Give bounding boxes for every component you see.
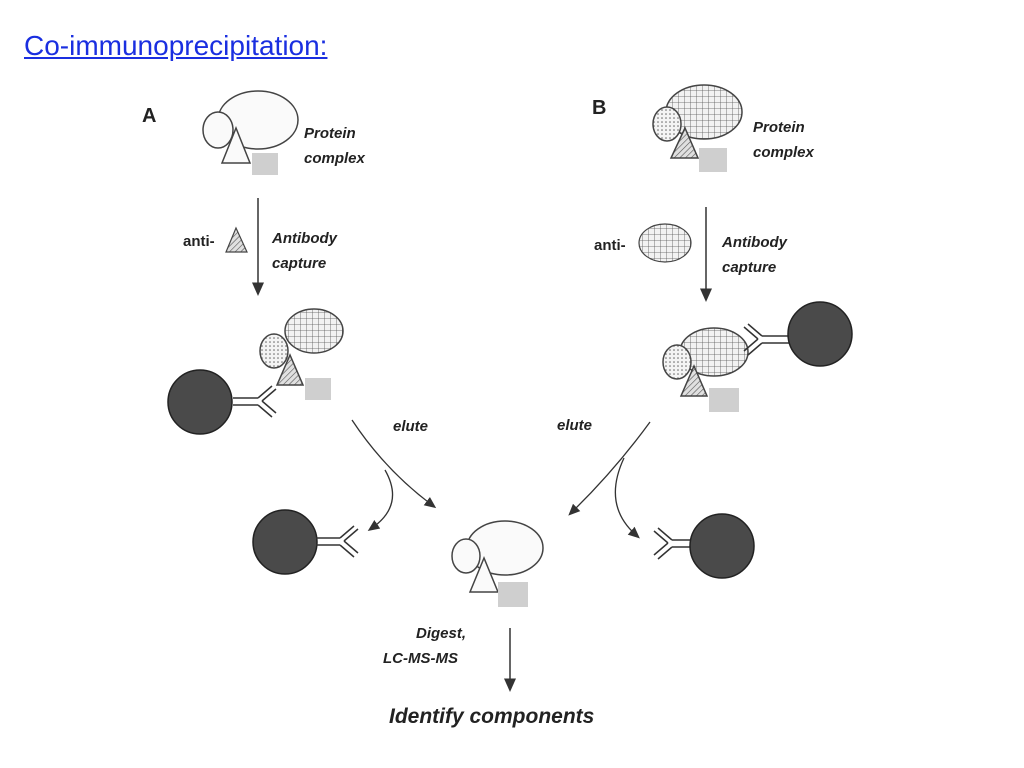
panel-a-capture-label-2: capture <box>272 255 326 272</box>
bead-a <box>167 369 233 435</box>
panel-b-anti-label: anti- <box>594 237 626 254</box>
bead-b <box>787 301 853 367</box>
panel-b-elute-arrow-to-bead <box>614 457 640 539</box>
panel-a-elute-arrow-to-complex <box>351 419 437 509</box>
panel-a-letter: A <box>142 105 156 127</box>
panel-b-elute-label: elute <box>557 417 592 434</box>
released-bead-a <box>252 509 359 575</box>
digest-label-2: LC-MS-MS <box>383 650 458 667</box>
panel-a-complex-label-2: complex <box>304 150 366 167</box>
panel-b-complex-label-1: Protein <box>753 119 805 136</box>
panel-b-capture-label-1: Antibody <box>721 234 788 251</box>
protein-complex-a <box>202 90 299 175</box>
identify-components-label: Identify components <box>389 705 594 728</box>
captured-complex-b <box>662 301 853 412</box>
digest-label-1: Digest, <box>416 625 466 642</box>
panel-b-letter: B <box>592 97 606 119</box>
panel-a-elute-label: elute <box>393 418 428 435</box>
eluted-protein-complex <box>451 520 544 607</box>
anti-oval-icon <box>638 223 692 263</box>
panel-b-elute-arrow-to-complex <box>568 421 651 516</box>
panel-a-capture-label-1: Antibody <box>271 230 338 247</box>
panel-a-elute-arrow-to-bead <box>367 469 394 531</box>
panel-a-complex-label-1: Protein <box>304 125 356 142</box>
slide-title: Co-immunoprecipitation: <box>24 30 328 61</box>
panel-a-anti-label: anti- <box>183 233 215 250</box>
captured-complex-a <box>167 308 344 435</box>
panel-b-capture-label-2: capture <box>722 259 776 276</box>
anti-triangle-icon <box>225 226 248 253</box>
protein-complex-b <box>652 84 743 172</box>
panel-b-complex-label-2: complex <box>753 144 815 161</box>
released-bead-b <box>653 513 755 579</box>
